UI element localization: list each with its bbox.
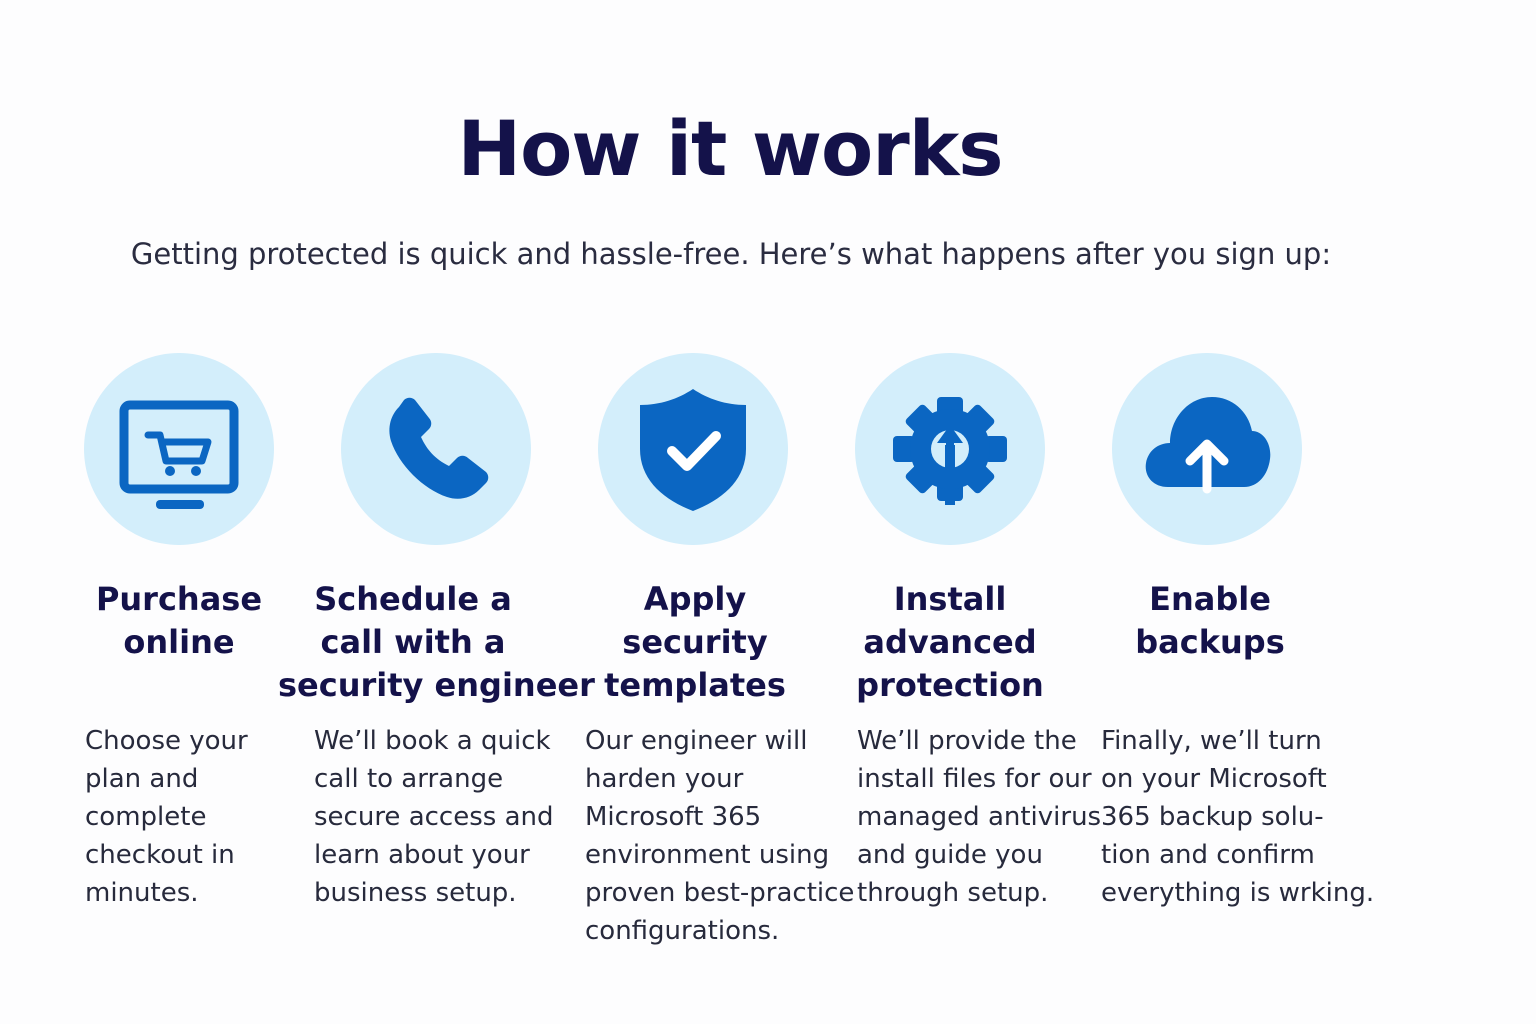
step-3-description: Our engineer will harden your Microsoft … bbox=[585, 722, 855, 950]
step-2-title: Schedule a call with a security engineer bbox=[278, 578, 595, 707]
step-1-description: Choose your plan and complete checkout i… bbox=[85, 722, 275, 912]
step-3-desc-line: harden your bbox=[585, 764, 744, 794]
step-2-desc-line: We’ll book a quick bbox=[314, 726, 551, 756]
step-3-icon-badge bbox=[598, 353, 788, 545]
page-subtitle: Getting protected is quick and hassle-fr… bbox=[130, 237, 1332, 271]
step-3-desc-line: Microsoft 365 bbox=[585, 802, 762, 832]
gear-arrow-icon bbox=[893, 397, 1007, 505]
step-4-desc-line: managed antivirus bbox=[857, 802, 1102, 832]
step-5-title-line: backups bbox=[1135, 623, 1285, 661]
step-4-description: We’ll provide the install files for our … bbox=[857, 722, 1102, 912]
step-1-title-line: Purchase bbox=[95, 580, 263, 618]
step-1-icon-badge bbox=[84, 353, 274, 545]
step-5-desc-line: on your Microsoft bbox=[1101, 764, 1327, 794]
step-1-desc-line: Choose your bbox=[85, 726, 248, 756]
step-3-desc-line: proven best-practice bbox=[585, 878, 855, 908]
step-1-title: Purchase online bbox=[79, 578, 279, 664]
step-5-desc-line: Finally, we’ll turn bbox=[1101, 726, 1322, 756]
step-3-title-line: templates bbox=[604, 666, 786, 704]
step-2-desc-line: business setup. bbox=[314, 878, 517, 908]
step-4-title-line: advanced bbox=[863, 623, 1037, 661]
page-title: How it works bbox=[457, 104, 1003, 193]
step-4-desc-line: install files for our bbox=[857, 764, 1092, 794]
step-1-desc-line: minutes. bbox=[85, 878, 199, 908]
step-4-title-line: Install bbox=[893, 580, 1007, 618]
step-5-icon-badge bbox=[1112, 353, 1302, 545]
step-1-desc-line: complete bbox=[85, 802, 207, 832]
step-4-title-line: protection bbox=[856, 666, 1044, 704]
monitor-cart-icon bbox=[119, 400, 239, 509]
step-1-title-line: online bbox=[123, 623, 235, 661]
step-3-desc-line: Our engineer will bbox=[585, 726, 808, 756]
step-2-title-line: Schedule a bbox=[314, 580, 512, 618]
shield-check-icon bbox=[640, 389, 746, 511]
step-4-icon-badge bbox=[855, 353, 1045, 545]
step-2-desc-line: call to arrange bbox=[314, 764, 504, 794]
step-2-desc-line: secure access and bbox=[314, 802, 554, 832]
cloud-upload-icon bbox=[1145, 397, 1271, 494]
step-5-title: Enable backups bbox=[1110, 578, 1310, 664]
step-2-title-line: call with a bbox=[320, 623, 506, 661]
step-3-title-line: security bbox=[622, 623, 768, 661]
step-3-desc-line: configurations. bbox=[585, 916, 780, 946]
step-5-desc-line: 365 backup solu- bbox=[1101, 802, 1324, 832]
step-5-desc-line: everything is wrking. bbox=[1101, 878, 1375, 908]
step-2-icon-badge bbox=[341, 353, 531, 545]
step-5-description: Finally, we’ll turn on your Microsoft 36… bbox=[1101, 722, 1375, 912]
step-1-desc-line: checkout in bbox=[85, 840, 235, 870]
step-3-title: Apply security templates bbox=[580, 578, 810, 707]
step-3-desc-line: environment using bbox=[585, 840, 830, 870]
step-1-desc-line: plan and bbox=[85, 764, 199, 794]
phone-icon bbox=[389, 397, 489, 499]
step-5-desc-line: tion and confirm bbox=[1101, 840, 1315, 870]
step-4-title: Install advanced protection bbox=[840, 578, 1060, 707]
step-3-title-line: Apply bbox=[643, 580, 747, 618]
step-4-desc-line: and guide you bbox=[857, 840, 1043, 870]
step-2-description: We’ll book a quick call to arrange secur… bbox=[314, 722, 569, 912]
step-5-title-line: Enable bbox=[1149, 580, 1271, 618]
step-4-desc-line: through setup. bbox=[857, 878, 1049, 908]
step-2-title-line: security engineer bbox=[278, 666, 595, 704]
step-4-desc-line: We’ll provide the bbox=[857, 726, 1077, 756]
step-2-desc-line: learn about your bbox=[314, 840, 530, 870]
